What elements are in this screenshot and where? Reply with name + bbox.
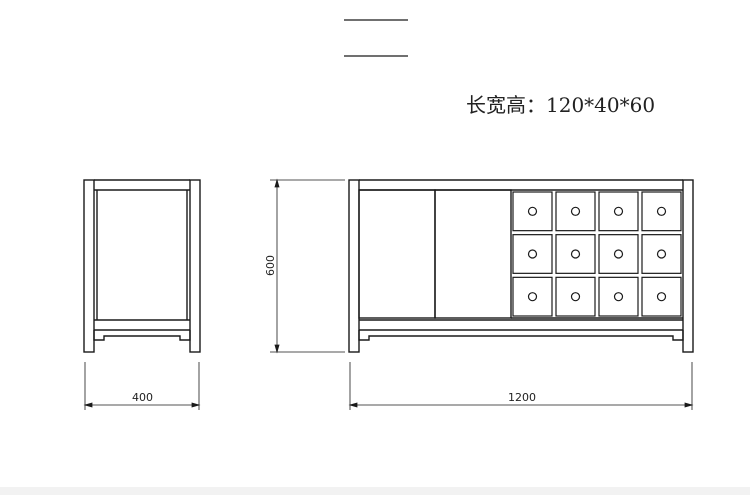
width-label: 1200 [508,391,536,404]
width-dimension [348,362,694,410]
drawer [555,234,596,274]
depth-arrow-left [83,402,93,408]
drawer [512,276,553,317]
side-left-leg [83,179,95,353]
height-arrow-bottom [274,344,280,354]
side-apron [93,330,191,341]
height-dimension [270,178,345,354]
drawer-knob [656,206,667,216]
drawer [512,191,553,232]
drawer-knob [656,249,667,259]
front-right-leg [682,179,694,353]
depth-arrow-right [191,402,201,408]
drawer-knob [570,292,581,302]
front-apron [358,330,684,341]
drawer-knob [527,292,538,302]
drawer-knob [570,249,581,259]
side-view [83,179,201,353]
drawer [641,276,682,317]
depth-label: 400 [132,391,153,404]
width-arrow-right [684,402,694,408]
drawer-grid [512,191,682,317]
drawer-knob [613,206,624,216]
height-label: 600 [264,255,277,276]
drawer [641,234,682,274]
drawer-knob [613,292,624,302]
dimensions-heading: 长宽高：120*40*60 [466,93,655,117]
drawer-knob [527,249,538,259]
drawer [555,191,596,232]
drawer [641,191,682,232]
front-door-left [358,189,436,319]
drawer-knob [656,292,667,302]
height-arrow-top [274,178,280,188]
drawer [598,276,639,317]
drawer [598,191,639,232]
depth-dimension [83,362,201,410]
drawer [512,234,553,274]
drawer [555,276,596,317]
drawer-knob [527,206,538,216]
drawer-knob [613,249,624,259]
bottom-strip [0,487,750,495]
side-right-leg [189,179,201,353]
front-view [348,179,694,353]
width-arrow-left [348,402,358,408]
front-left-leg [348,179,360,353]
drawer [598,234,639,274]
front-door-right [434,189,512,319]
drawer-knob [570,206,581,216]
title-placeholder-lines [344,19,408,57]
